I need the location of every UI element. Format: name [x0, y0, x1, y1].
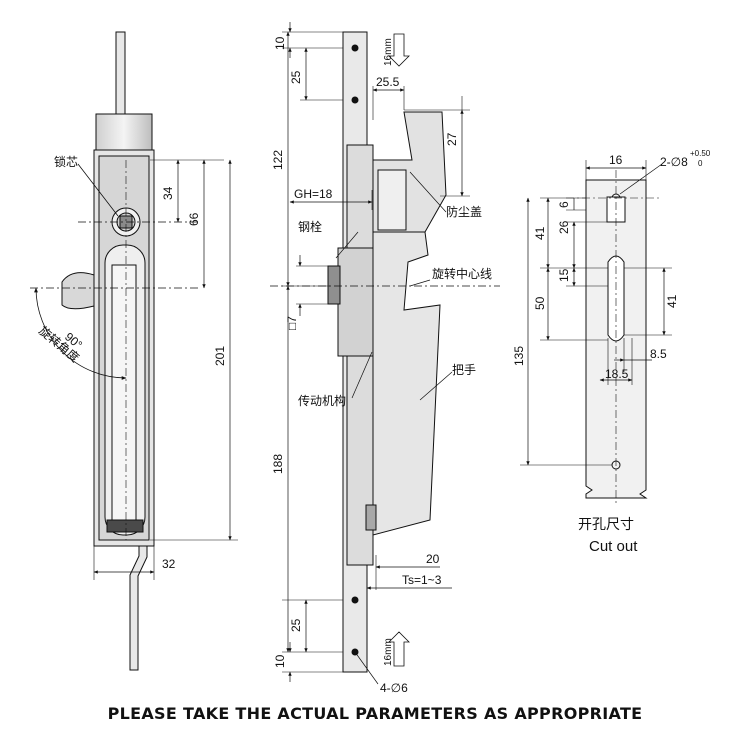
front-view: [30, 31, 238, 671]
handle-side: [372, 231, 441, 536]
arrow-16mm-bottom: [388, 631, 410, 667]
dim-16mm-top: 16mm: [383, 38, 394, 66]
cut-dim-135: 135: [512, 346, 526, 366]
dim-66: 66: [187, 212, 201, 226]
cut-dim-16: 16: [609, 153, 623, 167]
cutout-title-cn: 开孔尺寸: [578, 517, 634, 533]
dim-32: 32: [162, 557, 176, 571]
dim-25-top: 25: [289, 70, 303, 84]
lock-core-label: 锁芯: [54, 154, 78, 169]
mount-hole-1: [351, 44, 359, 52]
handle-grip-bottom: [106, 519, 144, 533]
arrow-16mm-top: [388, 33, 410, 67]
dim-201: 201: [213, 346, 227, 366]
cut-dim-15: 15: [557, 268, 571, 282]
cut-dim-41-top: 41: [533, 226, 547, 240]
steel-bolt: [327, 265, 341, 305]
cut-dim-41-right: 41: [665, 294, 679, 308]
cut-dim-18-5: 18.5: [605, 367, 629, 381]
rotation-arc: [34, 287, 127, 380]
cut-dim-6: 6: [557, 201, 571, 208]
cut-dim-8-5: 8.5: [650, 347, 667, 361]
top-cap: [95, 113, 153, 151]
dim-holes: 4-∅6: [380, 681, 408, 695]
dim-10-top: 10: [273, 36, 287, 50]
dim-10-bottom: 10: [273, 654, 287, 668]
bottom-rod: [129, 538, 148, 671]
top-rod: [115, 31, 126, 117]
dim-ts: Ts=1~3: [402, 573, 442, 587]
transmission-label: 传动机构: [298, 393, 346, 408]
transmission-block: [365, 504, 377, 531]
dim-25-5: 25.5: [376, 75, 400, 89]
dim-16mm-bottom: 16mm: [383, 638, 394, 666]
cut-dim-2phi8: 2-∅8: [660, 155, 688, 169]
cut-dim-50: 50: [533, 296, 547, 310]
cut-dim-26: 26: [557, 220, 571, 234]
dim-188: 188: [271, 454, 285, 474]
dim-34: 34: [161, 186, 175, 200]
dim-square-7: □7: [285, 316, 299, 330]
dim-20: 20: [426, 552, 440, 566]
footer-caption: PLEASE TAKE THE ACTUAL PARAMETERS AS APP…: [107, 704, 643, 723]
side-view: [270, 22, 500, 685]
cut-dim-tol-zero: 0: [698, 159, 703, 168]
rotation-center-label: 旋转中心线: [432, 266, 492, 281]
cutout-view: [520, 160, 672, 505]
mount-hole-3: [351, 596, 359, 604]
dim-122: 122: [271, 150, 285, 170]
steel-bolt-label: 钢栓: [298, 219, 322, 234]
dim-27: 27: [445, 132, 459, 146]
cut-dim-tol-plus: +0.50: [690, 149, 711, 158]
cutout-title-en: Cut out: [589, 538, 638, 555]
side-lever: [61, 272, 95, 310]
handle-label: 把手: [452, 363, 476, 377]
dim-25-bottom: 25: [289, 618, 303, 632]
dust-cover-label: 防尘盖: [446, 204, 482, 219]
dim-gh: GH=18: [294, 187, 333, 201]
mount-hole-2: [351, 96, 359, 104]
